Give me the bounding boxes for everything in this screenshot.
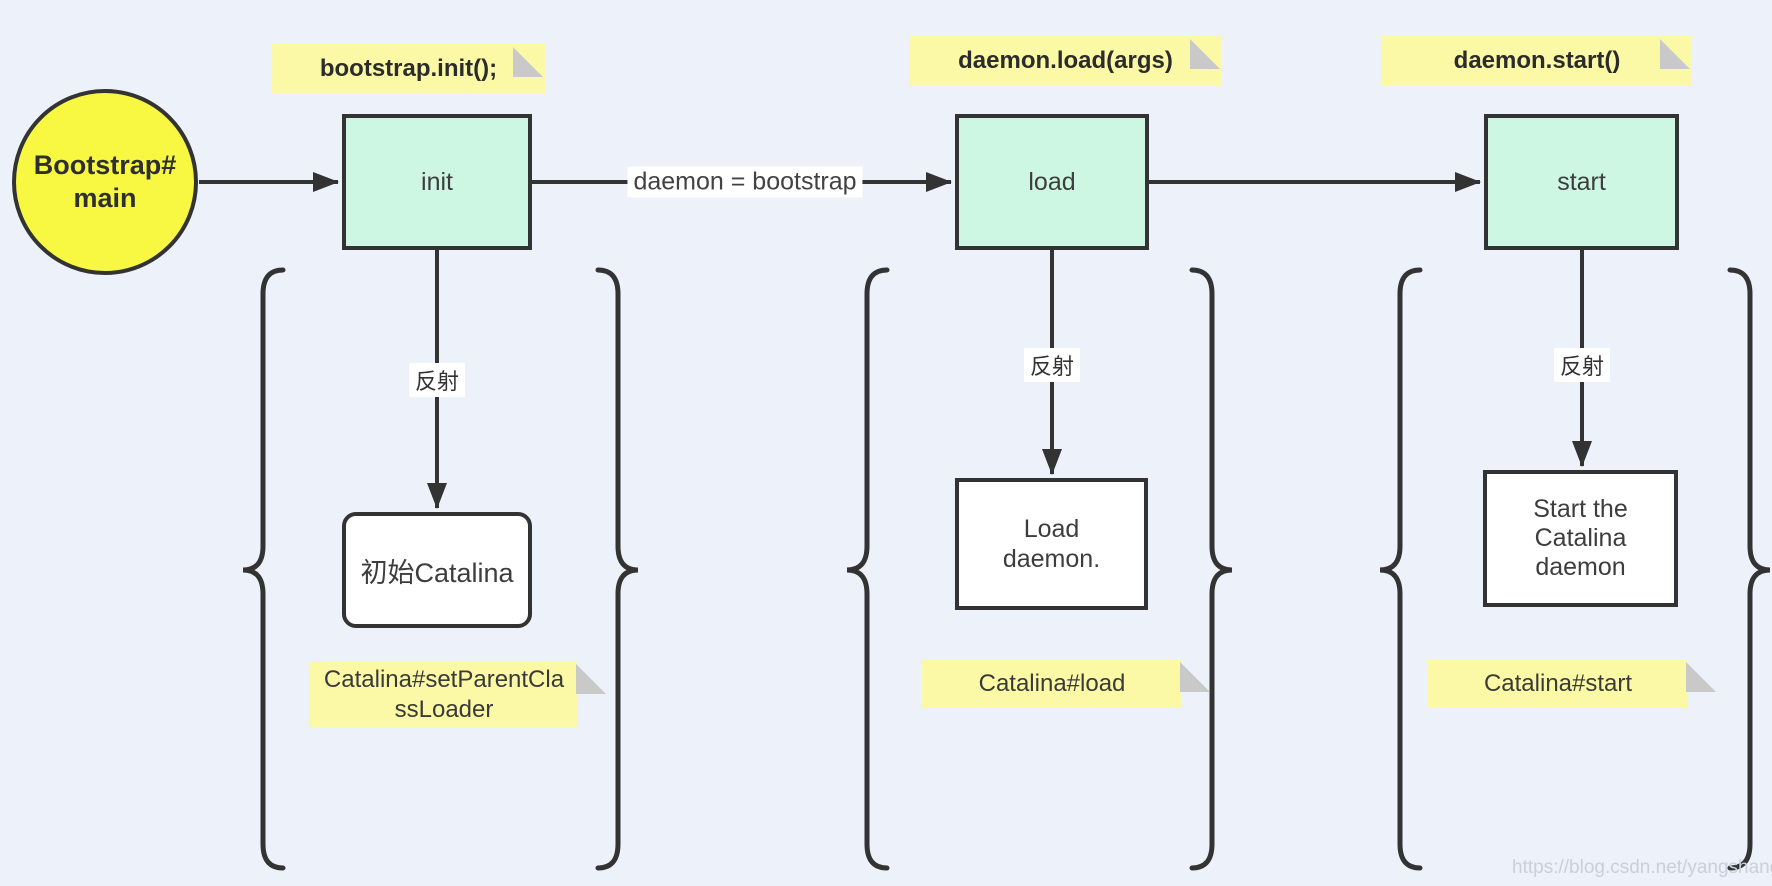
step-box-load: load [955,114,1149,250]
reflect-label-start: 反射 [1553,348,1611,382]
start-node-label-line1: Bootstrap# [33,150,177,180]
edge-label-daemon-bootstrap: daemon = bootstrap [627,166,863,198]
csdn-watermark: https://blog.csdn.net/yangshangwei [1512,857,1772,878]
note-bootstrap-init-text: bootstrap.init(); [319,55,498,82]
step-box-start: start [1484,114,1679,250]
note-catalina-start-text: Catalina#start [1483,670,1633,697]
brace-right-col1 [595,267,639,871]
brace-right-col3 [1727,267,1771,871]
note-fold-icon [1660,39,1690,69]
note-daemon-load: daemon.load(args) [909,36,1222,86]
result-box-start-daemon: Start the Catalina daemon [1483,470,1678,607]
step-box-init: init [342,114,532,250]
brace-left-col3 [1379,267,1423,871]
result-box-start-daemon-text: Start the Catalina daemon [1533,495,1628,581]
note-fold-icon [513,47,543,77]
note-catalina-load-text: Catalina#load [978,670,1126,697]
brace-left-col2 [846,267,890,871]
step-box-start-label: start [1557,167,1606,196]
note-bootstrap-init: bootstrap.init(); [272,44,545,94]
note-catalina-setparentclassloader: Catalina#setParentClassLoader [310,662,606,727]
reflect-label-load: 反射 [1023,348,1081,382]
result-box-init-catalina-text: 初始Catalina [360,557,514,588]
result-box-load-daemon: Load daemon. [955,478,1148,610]
step-box-load-label: load [1028,167,1076,196]
reflect-label-init: 反射 [408,363,466,397]
note-fold-icon [1190,39,1220,69]
start-node-bootstrap-main: Bootstrap# main [12,89,198,275]
note-catalina-start: Catalina#start [1428,660,1716,708]
start-node-label-line2: main [73,183,137,213]
note-daemon-load-text: daemon.load(args) [958,47,1173,74]
brace-left-col1 [242,267,286,871]
brace-right-col2 [1189,267,1233,871]
step-box-init-label: init [421,167,453,196]
result-box-init-catalina: 初始Catalina [342,512,532,628]
note-daemon-start: daemon.start() [1382,36,1692,86]
note-catalina-load: Catalina#load [922,660,1210,708]
note-daemon-start-text: daemon.start() [1453,47,1621,74]
note-catalina-setparentclassloader-text: Catalina#setParentClassLoader [323,665,565,723]
result-box-load-daemon-text: Load daemon. [1002,515,1101,573]
